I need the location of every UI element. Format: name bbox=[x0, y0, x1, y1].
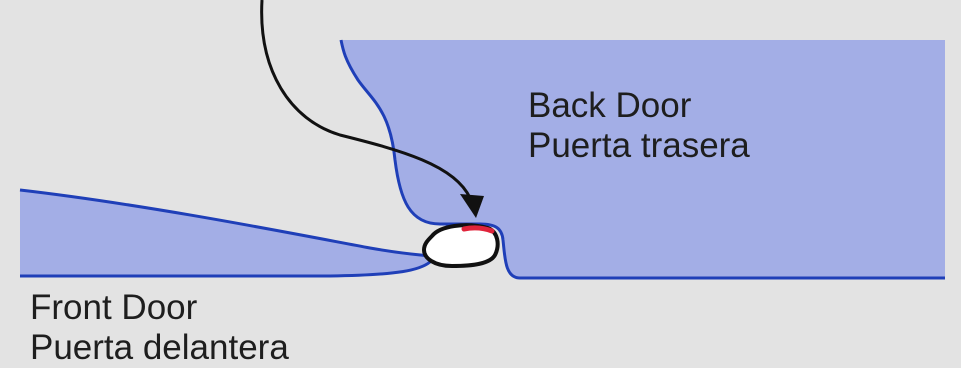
pointer-arrow-line bbox=[260, 0, 472, 199]
back-door-label-en: Back Door bbox=[528, 86, 692, 125]
back-door-label-es: Puerta trasera bbox=[528, 126, 750, 165]
pointer-arrowhead bbox=[460, 194, 484, 218]
back-door-outline bbox=[339, 39, 945, 280]
front-door-outline bbox=[19, 188, 431, 278]
back-door-label: Back Door Puerta trasera bbox=[528, 86, 750, 166]
front-door-label: Front Door Puerta delantera bbox=[30, 288, 289, 368]
front-door-label-es: Puerta delantera bbox=[30, 328, 289, 367]
front-door-panel bbox=[20, 190, 430, 276]
back-door-panel bbox=[341, 40, 945, 278]
front-door-label-en: Front Door bbox=[30, 288, 198, 327]
seal-contact-highlight bbox=[461, 225, 495, 234]
